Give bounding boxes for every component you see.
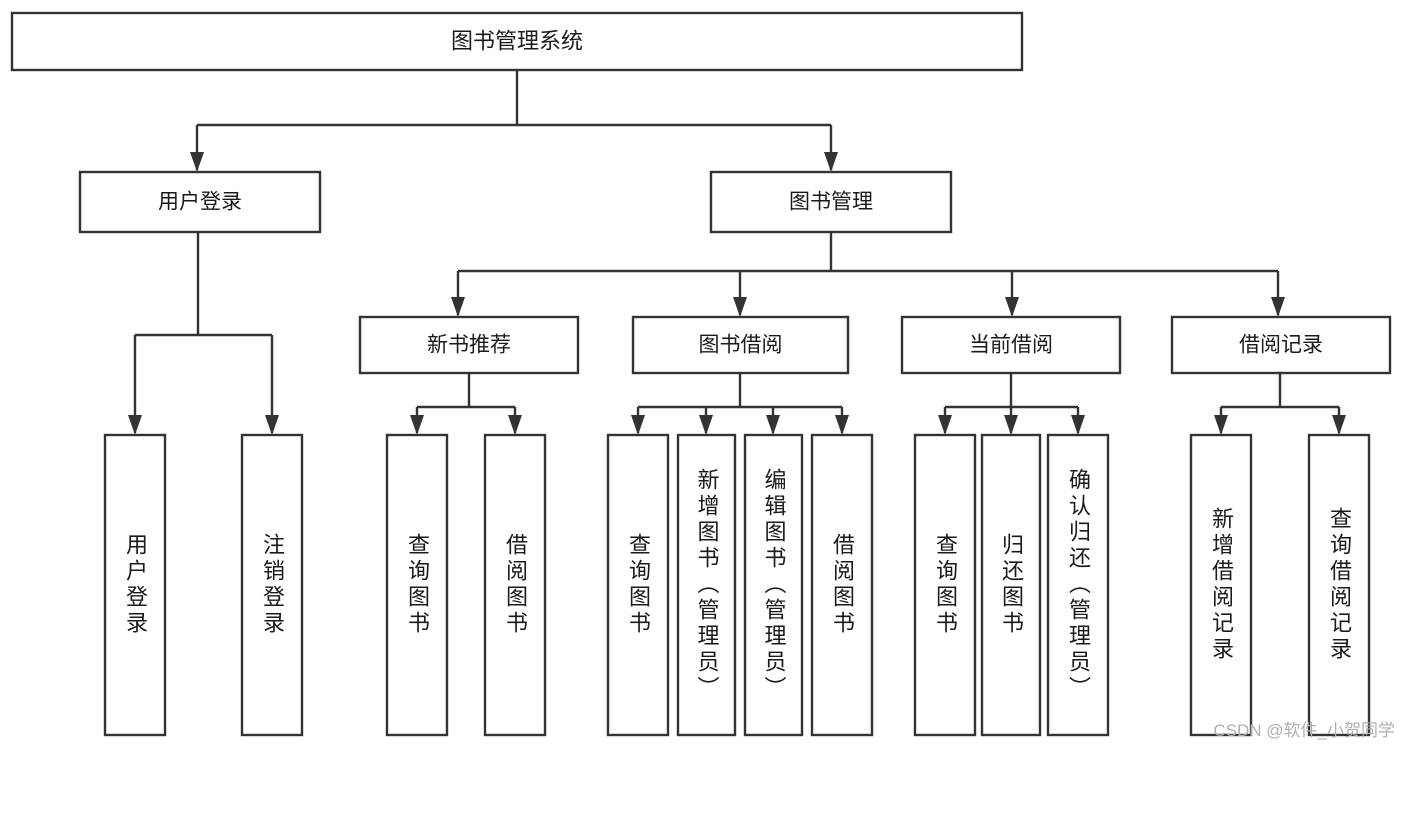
boxes-layer	[10, 11, 1392, 737]
arrow-head-icon	[410, 415, 424, 435]
leaf-box-leaf-user-login[interactable]	[103, 433, 167, 737]
leaf-box-leaf-borrow-book-1[interactable]	[483, 433, 547, 737]
node-box-current-borrow[interactable]	[900, 315, 1122, 375]
leaf-box-leaf-query-book-1[interactable]	[385, 433, 449, 737]
arrow-head-icon	[1071, 415, 1085, 435]
node-box-new-book-recommend[interactable]	[358, 315, 580, 375]
node-label-root: 图书管理系统	[451, 28, 583, 53]
arrow-head-icon	[733, 297, 747, 317]
arrow-head-icon	[265, 415, 279, 435]
node-box-user-login[interactable]	[78, 170, 322, 234]
leaf-box-leaf-add-record[interactable]	[1189, 433, 1253, 737]
node-box-book-manage[interactable]	[709, 170, 953, 234]
arrow-head-icon	[699, 415, 713, 435]
node-label-book-borrow: 图书借阅	[699, 334, 783, 357]
arrow-head-icon	[938, 415, 952, 435]
leaf-box-leaf-return-book[interactable]	[980, 433, 1042, 737]
arrow-head-icon	[1214, 415, 1228, 435]
node-label-user-login: 用户登录	[158, 191, 242, 214]
arrow-head-icon	[835, 415, 849, 435]
node-label-current-borrow: 当前借阅	[969, 334, 1053, 357]
arrow-head-icon	[1005, 297, 1019, 317]
arrow-head-icon	[631, 415, 645, 435]
node-box-root[interactable]	[10, 11, 1024, 72]
leaf-box-leaf-query-book-3[interactable]	[913, 433, 977, 737]
leaf-box-leaf-borrow-book-2[interactable]	[810, 433, 874, 737]
node-label-borrow-record: 借阅记录	[1239, 334, 1323, 357]
node-box-borrow-record[interactable]	[1170, 315, 1392, 375]
arrow-head-icon	[824, 152, 838, 172]
node-label-new-book-recommend: 新书推荐	[427, 334, 511, 357]
arrow-head-icon	[508, 415, 522, 435]
node-label-book-manage: 图书管理	[789, 191, 873, 214]
arrow-head-icon	[1332, 415, 1346, 435]
arrow-head-icon	[451, 297, 465, 317]
leaf-box-leaf-query-record[interactable]	[1307, 433, 1371, 737]
arrow-head-icon	[766, 415, 780, 435]
arrow-head-icon	[128, 415, 142, 435]
leaf-box-leaf-add-book[interactable]	[676, 433, 737, 737]
leaf-box-leaf-logout[interactable]	[240, 433, 304, 737]
connectors-layer	[128, 70, 1346, 435]
arrow-head-icon	[190, 152, 204, 172]
leaf-box-leaf-edit-book[interactable]	[743, 433, 804, 737]
node-box-book-borrow[interactable]	[631, 315, 850, 375]
arrow-head-icon	[1271, 297, 1285, 317]
leaf-box-leaf-query-book-2[interactable]	[606, 433, 670, 737]
diagram-canvas: 图书管理系统用户登录图书管理新书推荐图书借阅当前借阅借阅记录 用户登录注销登录查…	[10, 11, 1395, 740]
arrow-head-icon	[1004, 415, 1018, 435]
leaf-box-leaf-confirm-return[interactable]	[1046, 433, 1110, 737]
